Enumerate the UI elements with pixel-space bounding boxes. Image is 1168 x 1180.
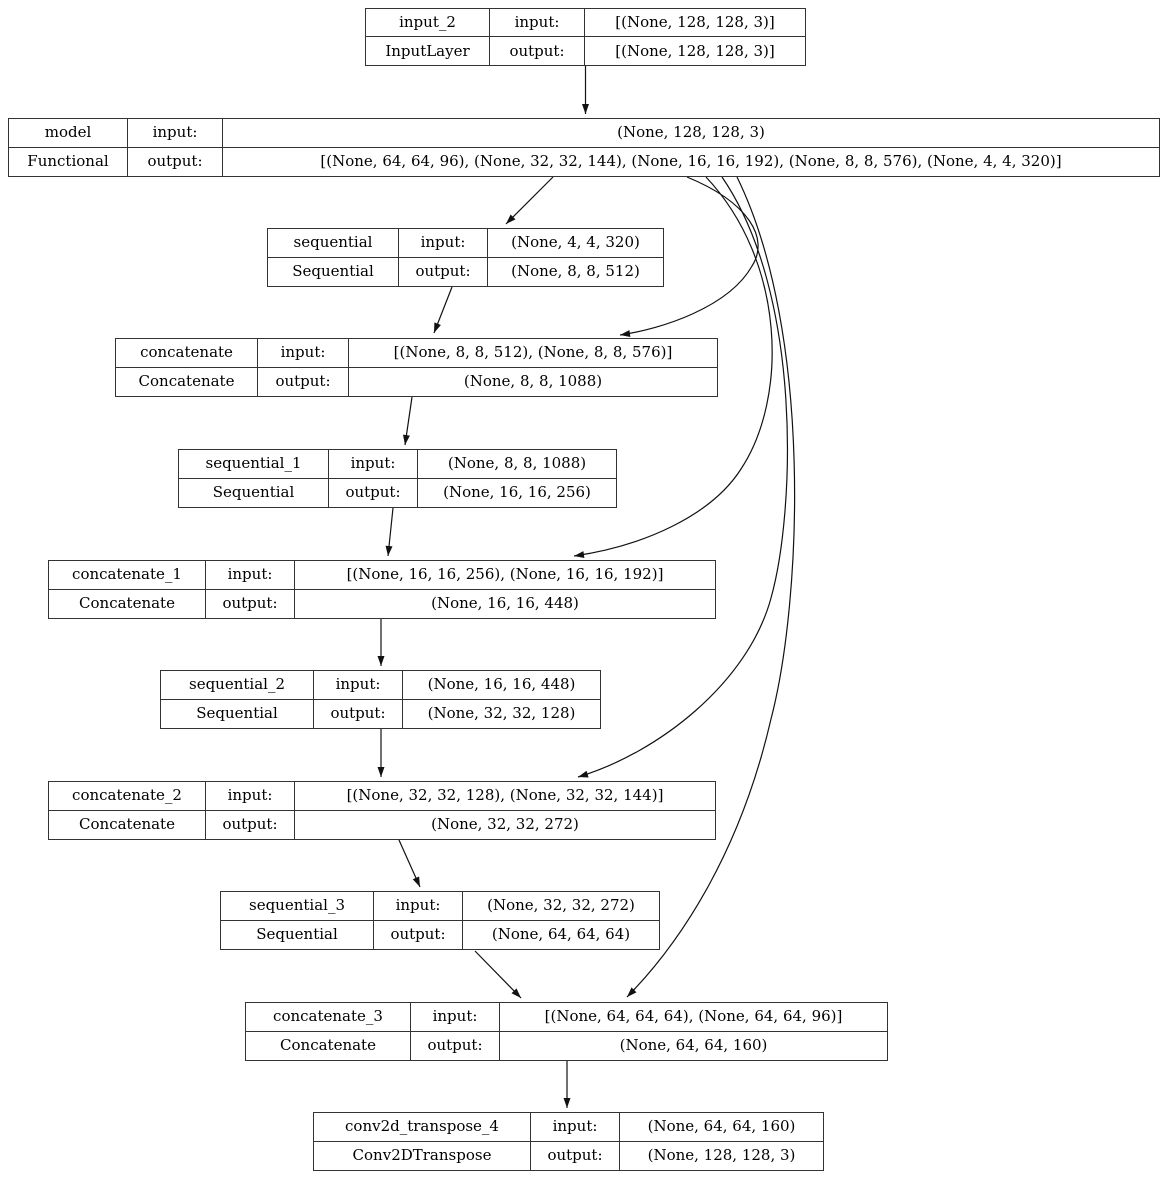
node-conv2d_transpose_4: conv2d_transpose_4 input: (None, 64, 64,…: [313, 1112, 824, 1171]
layer-class: Concatenate: [246, 1031, 411, 1060]
input-shape: [(None, 32, 32, 128), (None, 32, 32, 144…: [295, 782, 715, 811]
output-label: output:: [128, 147, 223, 176]
input-shape: (None, 32, 32, 272): [463, 892, 659, 921]
node-sequential_1: sequential_1 input: (None, 8, 8, 1088) S…: [178, 449, 617, 508]
output-label: output:: [374, 920, 463, 949]
layer-class: Concatenate: [49, 810, 206, 839]
node-concatenate_3: concatenate_3 input: [(None, 64, 64, 64)…: [245, 1002, 888, 1061]
input-label: input:: [206, 782, 295, 811]
node-concatenate_1: concatenate_1 input: [(None, 16, 16, 256…: [48, 560, 716, 619]
output-label: output:: [490, 37, 585, 65]
layer-class: Concatenate: [116, 367, 258, 396]
input-label: input:: [206, 561, 295, 590]
layer-class: Sequential: [161, 699, 314, 728]
layer-name: sequential_1: [179, 450, 329, 479]
input-shape: (None, 8, 8, 1088): [418, 450, 616, 479]
input-label: input:: [329, 450, 418, 479]
output-label: output:: [399, 257, 488, 286]
input-label: input:: [399, 229, 488, 258]
output-shape: [(None, 64, 64, 96), (None, 32, 32, 144)…: [320, 152, 1062, 171]
layer-name: conv2d_transpose_4: [314, 1113, 531, 1142]
input-shape: [(None, 64, 64, 64), (None, 64, 64, 96)]: [500, 1003, 887, 1032]
output-label: output:: [329, 478, 418, 507]
layer-class: Concatenate: [49, 589, 206, 618]
edge-concatenate_2-to-sequential_3: [398, 839, 421, 888]
output-shape: (None, 8, 8, 1088): [463, 372, 603, 391]
output-label: output:: [531, 1141, 620, 1170]
layer-name: concatenate_2: [49, 782, 206, 811]
layer-name: model: [9, 119, 128, 148]
node-concatenate_2: concatenate_2 input: [(None, 32, 32, 128…: [48, 781, 716, 840]
input-label: input:: [258, 339, 349, 368]
output-shape: (None, 16, 16, 256): [443, 483, 591, 502]
edge-concatenate-to-sequential_1: [402, 396, 413, 446]
output-shape: [(None, 128, 128, 3)]: [615, 41, 775, 60]
edge-model-to-sequential: [505, 176, 554, 225]
edge-sequential_3-to-concatenate_3: [474, 950, 522, 999]
input-shape: (None, 64, 64, 160): [620, 1113, 823, 1142]
input-label: input:: [411, 1003, 500, 1032]
output-label: output:: [258, 367, 349, 396]
output-label: output:: [206, 810, 295, 839]
input-label: input:: [374, 892, 463, 921]
layer-name: sequential_3: [221, 892, 374, 921]
layer-name: concatenate: [116, 339, 258, 368]
layer-name: concatenate_1: [49, 561, 206, 590]
output-label: output:: [411, 1031, 500, 1060]
input-label: input:: [531, 1113, 620, 1142]
layer-class: Conv2DTranspose: [314, 1141, 531, 1170]
layer-name: concatenate_3: [246, 1003, 411, 1032]
input-label: input:: [128, 119, 223, 148]
layer-class: InputLayer: [366, 37, 490, 65]
node-sequential_2: sequential_2 input: (None, 16, 16, 448) …: [160, 670, 601, 729]
input-shape: (None, 16, 16, 448): [403, 671, 600, 700]
output-shape: (None, 32, 32, 272): [431, 815, 579, 834]
edge-sequential_1-to-concatenate_1: [385, 507, 394, 557]
output-shape: (None, 32, 32, 128): [427, 704, 576, 723]
node-input_2: input_2 input: [(None, 128, 128, 3)] Inp…: [365, 8, 806, 66]
layer-class: Sequential: [221, 920, 374, 949]
node-concatenate: concatenate input: [(None, 8, 8, 512), (…: [115, 338, 718, 397]
node-sequential_3: sequential_3 input: (None, 32, 32, 272) …: [220, 891, 660, 950]
output-shape: (None, 8, 8, 512): [511, 262, 640, 281]
input-shape: [(None, 128, 128, 3)]: [585, 9, 805, 37]
input-shape: (None, 4, 4, 320): [488, 229, 663, 258]
output-shape: (None, 128, 128, 3): [647, 1146, 796, 1165]
layer-class: Functional: [9, 147, 128, 176]
input-shape: [(None, 16, 16, 256), (None, 16, 16, 192…: [295, 561, 715, 590]
output-label: output:: [206, 589, 295, 618]
layer-class: Sequential: [179, 478, 329, 507]
output-shape: (None, 64, 64, 64): [491, 925, 631, 944]
layer-name: input_2: [366, 9, 490, 37]
node-model: model input: (None, 128, 128, 3) Functio…: [8, 118, 1160, 177]
layer-name: sequential: [268, 229, 399, 258]
layer-name: sequential_2: [161, 671, 314, 700]
input-shape: [(None, 8, 8, 512), (None, 8, 8, 576)]: [349, 339, 717, 368]
node-sequential: sequential input: (None, 4, 4, 320) Sequ…: [267, 228, 664, 287]
output-shape: (None, 64, 64, 160): [619, 1036, 768, 1055]
output-label: output:: [314, 699, 403, 728]
layer-class: Sequential: [268, 257, 399, 286]
edge-sequential-to-concatenate: [433, 286, 453, 334]
input-shape: (None, 128, 128, 3): [223, 119, 1159, 148]
output-shape: (None, 16, 16, 448): [431, 594, 579, 613]
input-label: input:: [490, 9, 585, 37]
input-label: input:: [314, 671, 403, 700]
